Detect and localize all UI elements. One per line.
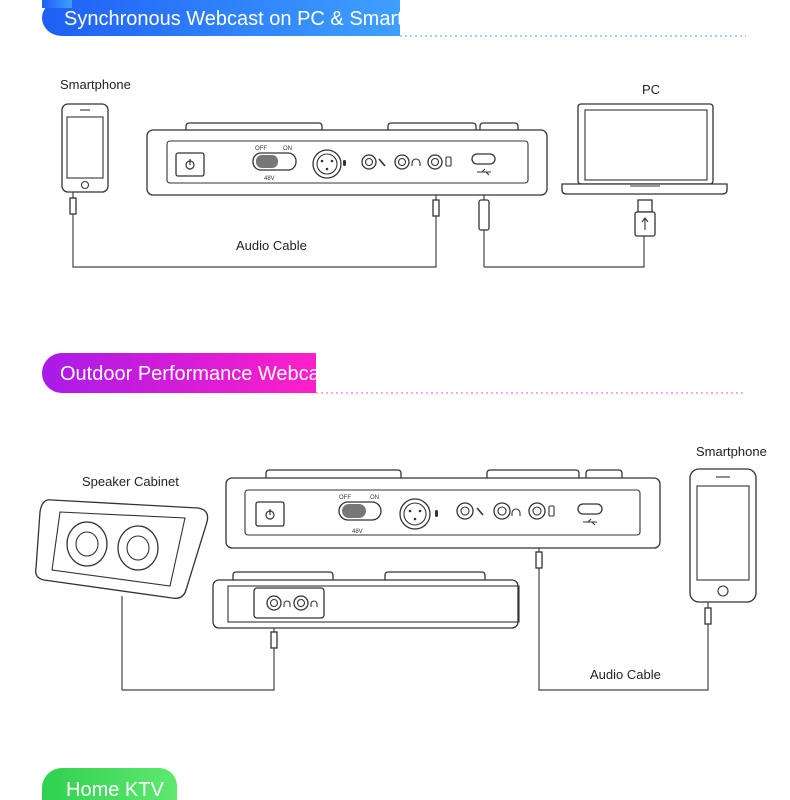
sound-card-device: OFF ON 48V (146, 122, 548, 196)
section-title: Synchronous Webcast on PC & Smartphone (64, 8, 458, 30)
phone-icon (548, 505, 555, 517)
usb-icon (641, 217, 649, 230)
speaker-cabinet-label: Speaker Cabinet (82, 474, 179, 489)
audio-jack-smartphone (69, 192, 77, 232)
headphone-icon (310, 600, 318, 607)
speaker-cabinet-device (35, 499, 209, 599)
section-title: Outdoor Performance Webcast (60, 363, 336, 385)
speaker-cable-wire (122, 670, 275, 691)
sound-card-rear-device (212, 571, 520, 629)
headphone-icon (283, 600, 291, 607)
pc-label: PC (642, 82, 660, 97)
mic-icon (343, 160, 346, 166)
sound-card-device: OFF ON 48V (225, 469, 661, 549)
pc-laptop-device (561, 103, 728, 195)
usb-icon (477, 168, 491, 176)
usb-icon (583, 518, 597, 526)
phantom-power-label: 48V (264, 176, 275, 182)
mic-icon (378, 158, 386, 167)
audio-cable-wire (538, 594, 709, 691)
section-title: Home KTV (66, 779, 164, 800)
smartphone-label: Smartphone (696, 444, 767, 459)
audio-jack-smartphone (704, 602, 712, 650)
smartphone-device (689, 468, 757, 603)
mic-icon (476, 507, 484, 516)
audio-cable-wire (72, 232, 437, 268)
power-icon (185, 159, 195, 170)
audio-cable-label: Audio Cable (590, 667, 661, 682)
audio-jack-rear (270, 628, 278, 670)
usb-plug-device (478, 195, 490, 267)
smartphone-device (61, 103, 109, 193)
audio-cable-label: Audio Cable (236, 238, 307, 253)
phone-icon (445, 156, 452, 167)
section-header-outdoor-performance: Outdoor Performance Webcast (42, 353, 746, 394)
headphone-icon (511, 508, 521, 516)
switch-off-label: OFF (255, 146, 267, 152)
section-header-synchronous-webcast: Synchronous Webcast on PC & Smartphone (42, 0, 746, 37)
smartphone-label: Smartphone (60, 77, 131, 92)
headphone-icon (411, 158, 421, 166)
power-icon (265, 509, 275, 520)
switch-on-label: ON (283, 146, 292, 152)
audio-jack-device (432, 195, 440, 232)
phantom-power-label: 48V (352, 529, 363, 535)
audio-jack-device (535, 548, 543, 594)
switch-on-label: ON (370, 495, 379, 501)
usb-cable-wire (484, 243, 645, 268)
section-header-home-ktv: Home KTV (42, 768, 177, 800)
switch-off-label: OFF (339, 495, 351, 501)
mic-icon (435, 510, 438, 517)
usb-plug-pc (634, 199, 656, 243)
